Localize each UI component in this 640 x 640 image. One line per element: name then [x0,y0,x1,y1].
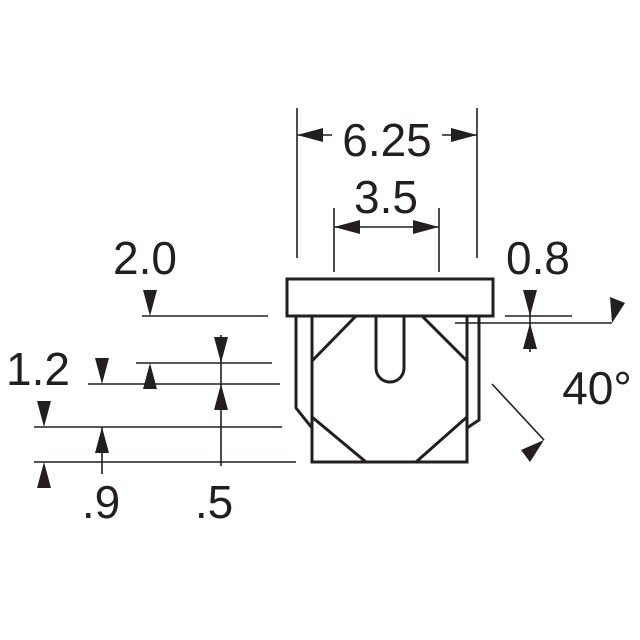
arrow-angle-bottom [521,440,544,462]
arrow-down-1-2 [95,358,109,384]
arrow-up-0-9 [95,427,109,453]
label-lower-height: .9 [82,476,120,528]
dimension-1-2 [95,358,157,389]
center-slot [374,316,406,384]
arrow-up-0-5 [214,384,228,410]
arrow-down-2-0 [143,290,157,316]
cap-flange [285,277,495,318]
dimension-0-5 [214,335,228,466]
arrow-right-3-5 [413,220,439,234]
arrow-up-0-8 [523,323,537,349]
dimension-0-8 [523,290,537,352]
label-right-offset: 0.8 [506,232,570,284]
extension-lines [34,108,612,463]
dimension-3-5 [334,220,439,234]
left-tab [294,314,314,429]
octagon-core [310,314,469,464]
arrow-left-6-25 [297,128,323,142]
label-cap-height: 2.0 [113,232,177,284]
right-tab [466,314,481,430]
arrow-down-0-8 [523,290,537,316]
label-mid-height: 1.2 [6,343,70,395]
arrow-up-0-9-bottom [37,462,51,488]
arrow-angle-top [610,297,625,323]
arrow-up-1-2 [143,363,157,389]
dimension-6-25 [297,128,477,142]
label-overall-width: 6.25 [342,114,432,166]
arrow-left-3-5 [334,220,360,234]
arrow-down-0-5 [214,337,228,363]
dimension-2-0 [143,290,157,316]
label-small-height: .5 [195,476,233,528]
label-angle: 40° [562,362,632,414]
dimension-0-9 [37,401,109,488]
dimension-angle [521,297,625,462]
arrow-down-0-9 [37,401,51,427]
part-outline [285,277,495,464]
arrow-right-6-25 [451,128,477,142]
label-inner-width: 3.5 [354,171,418,223]
